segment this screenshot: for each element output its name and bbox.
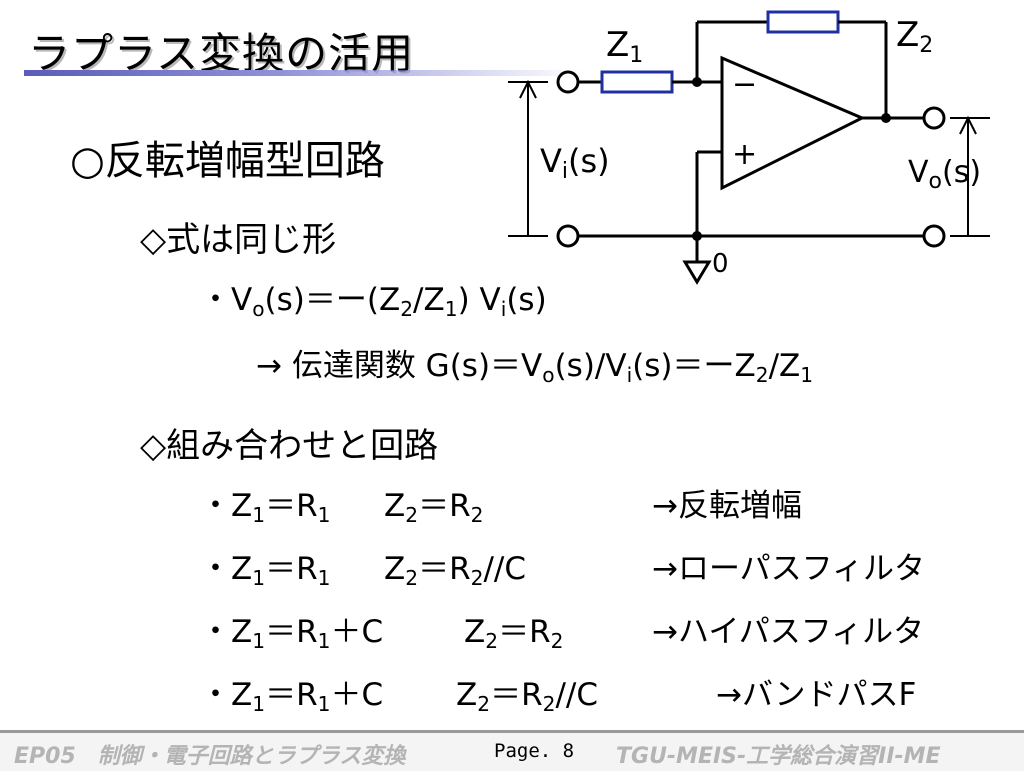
section-heading: ○反転増幅型回路 bbox=[70, 138, 385, 184]
ground-label: 0 bbox=[712, 249, 729, 279]
opamp-minus: − bbox=[732, 67, 757, 102]
z1-label: Z1 bbox=[606, 25, 643, 68]
opamp-triangle bbox=[720, 55, 866, 191]
output-terminal-top bbox=[922, 106, 946, 130]
title-underline bbox=[24, 70, 584, 76]
opamp-plus: + bbox=[732, 137, 757, 172]
combination-result-3: →ハイパスフィルタ bbox=[652, 614, 925, 650]
slide-title: ラプラス変換の活用 bbox=[28, 29, 415, 78]
ground-icon bbox=[682, 260, 712, 285]
section1-label: ◇式は同じ形 bbox=[140, 220, 337, 260]
z2-resistor bbox=[766, 10, 840, 34]
output-terminal-bottom bbox=[922, 224, 946, 248]
combination-result-1: →反転増幅 bbox=[652, 488, 802, 524]
combination-z2-2: Z2＝R2//C bbox=[384, 551, 526, 591]
combination-row-1: ・Z1＝R1 bbox=[200, 488, 331, 528]
combination-row-4: ・Z1＝R1＋C bbox=[200, 677, 384, 717]
vi-label: Vi(s) bbox=[540, 142, 610, 184]
combination-z2-1: Z2＝R2 bbox=[384, 488, 484, 528]
footer-org: TGU-MEIS-工学総合演習II-ME bbox=[616, 744, 941, 769]
output-equation: ・Vo(s)＝ー(Z2/Z1) Vi(s) bbox=[200, 282, 547, 322]
vo-label: Vo(s) bbox=[908, 155, 981, 194]
combination-result-4: →バンドパスF bbox=[716, 677, 917, 713]
vo-arrow-icon bbox=[959, 115, 977, 135]
transfer-function: → 伝達関数 G(s)＝Vo(s)/Vi(s)＝ーZ2/Z1 bbox=[256, 348, 814, 388]
input-terminal-top bbox=[556, 70, 580, 94]
combination-row-2: ・Z1＝R1 bbox=[200, 551, 331, 591]
input-terminal-bottom bbox=[556, 224, 580, 248]
combination-result-2: →ローパスフィルタ bbox=[652, 551, 926, 587]
combination-row-3: ・Z1＝R1＋C bbox=[200, 614, 384, 654]
footer-course: EP05 制御・電子回路とラプラス変換 bbox=[14, 744, 406, 769]
inverting-amplifier-circuit: Z1 Z2 Vi(s) Vo(s) − + 0 bbox=[508, 10, 990, 285]
combination-z2-4: Z2＝R2//C bbox=[456, 677, 598, 717]
z1-resistor bbox=[600, 70, 674, 94]
page-number: Page. 8 bbox=[494, 740, 575, 762]
combination-z2-3: Z2＝R2 bbox=[464, 614, 564, 654]
section2-label: ◇組み合わせと回路 bbox=[140, 426, 439, 466]
footer-bar bbox=[0, 730, 1024, 771]
vi-arrow-icon bbox=[519, 79, 537, 99]
z2-label: Z2 bbox=[896, 15, 933, 58]
